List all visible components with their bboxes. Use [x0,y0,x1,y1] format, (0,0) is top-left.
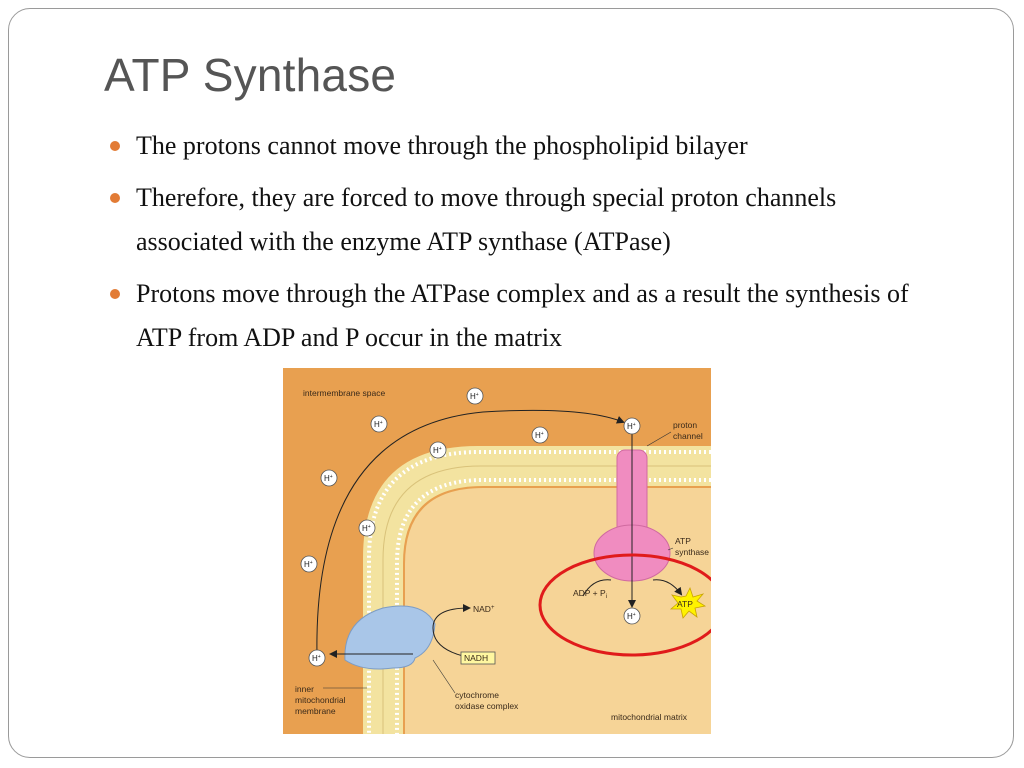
svg-text:H+: H+ [312,654,321,663]
bullet-dot-icon [110,141,120,151]
slide-title: ATP Synthase [104,49,397,101]
inner-label: inner [295,684,314,694]
membrane-label: membrane [295,706,336,716]
oxidase-complex-label: oxidase complex [455,701,519,711]
diagram-svg: H+ H+ H+ H+ H+ H+ H+ H+ H+ H+ ATP NADH N… [283,368,711,734]
channel-label: channel [673,431,703,441]
atp-arrow [652,579,683,596]
bullet-text: Protons move through the ATPase complex … [136,279,909,352]
membrane-outer-heads [367,450,711,734]
nadh-box [460,651,496,665]
bullet-item: The protons cannot move through the phos… [106,124,946,168]
bullet-dot-icon [110,289,120,299]
svg-text:H+: H+ [433,446,442,455]
matrix-region [405,488,711,734]
synthase-label: synthase [675,547,709,557]
inner-membrane [363,446,711,734]
h-plus-labels: H+ H+ H+ H+ H+ H+ H+ H+ H+ H+ [304,392,636,663]
proton-pump-arrow [316,409,625,657]
bullet-dot-icon [110,193,120,203]
svg-text:H+: H+ [535,431,544,440]
mitochondrial-label: mitochondrial [295,695,346,705]
adp-label: ADP + Pi [573,588,607,600]
nadh-label: NADH [464,653,488,663]
bullet-list: The protons cannot move through the phos… [106,124,946,368]
intermembrane-space-label: intermembrane space [303,388,385,398]
membrane-midline [382,465,711,734]
cytochrome-oxidase-complex [344,605,436,670]
adp-arrow [582,579,612,597]
nadh-to-nad-arrow [432,604,471,657]
svg-text:H+: H+ [374,420,383,429]
svg-text:H+: H+ [362,524,371,533]
bullet-item: Protons move through the ATPase complex … [106,272,946,360]
atp-synthase-diagram: H+ H+ H+ H+ H+ H+ H+ H+ H+ H+ ATP NADH N… [283,368,711,734]
svg-text:H+: H+ [627,422,636,431]
nad-label: NAD+ [473,604,495,614]
atp-star-icon [669,586,707,619]
atp-star-label: ATP [677,599,693,609]
highlight-ring [538,553,711,657]
svg-text:H+: H+ [304,560,313,569]
svg-text:H+: H+ [627,612,636,621]
h-plus-ions [300,387,641,667]
mitochondrial-matrix-label: mitochondrial matrix [611,712,688,722]
bullet-text: The protons cannot move through the phos… [136,131,748,160]
bullet-text: Therefore, they are forced to move throu… [136,183,837,256]
svg-text:H+: H+ [470,392,479,401]
svg-text:H+: H+ [324,474,333,483]
atp-label: ATP [675,536,691,546]
cytochrome-label: cytochrome [455,690,499,700]
bullet-item: Therefore, they are forced to move throu… [106,176,946,264]
proton-label: proton [673,420,697,430]
